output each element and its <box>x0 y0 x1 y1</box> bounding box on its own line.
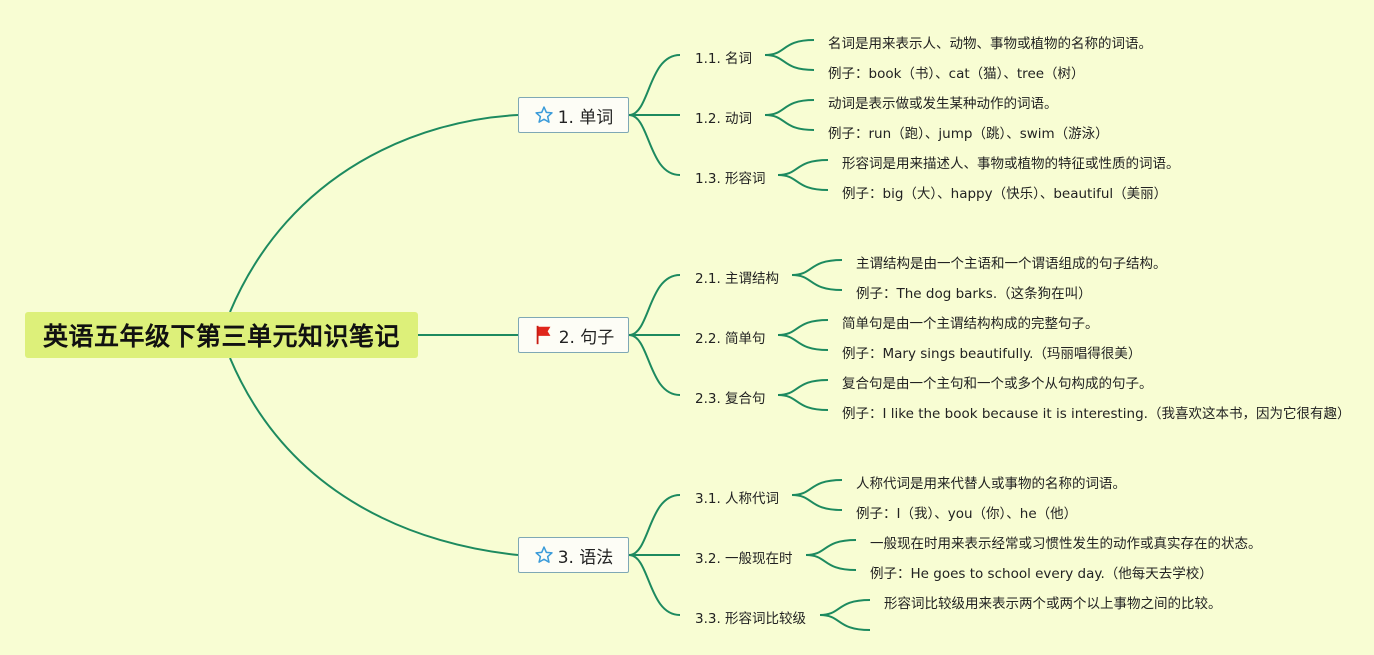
flag-icon <box>533 324 555 346</box>
connector-line <box>791 274 843 291</box>
connector-line <box>628 494 681 556</box>
subtopic-simple-sentence[interactable]: 2.2. 简单句 <box>695 331 766 347</box>
connector-line <box>805 554 857 571</box>
star-icon <box>534 105 554 125</box>
subtopic-personal-pronouns[interactable]: 3.1. 人称代词 <box>695 491 780 507</box>
connector-line <box>628 334 681 396</box>
connector-line <box>628 54 681 116</box>
connector-line <box>791 259 843 276</box>
root-title: 英语五年级下第三单元知识笔记 <box>42 322 400 351</box>
leaf-definition: 人称代词是用来代替人或事物的名称的词语。 <box>856 476 1126 492</box>
leaf-definition: 复合句是由一个主句和一个或多个从句构成的句子。 <box>842 376 1153 392</box>
leaf-example: 例子：I like the book because it is interes… <box>842 406 1351 422</box>
connector-line <box>628 554 681 616</box>
connector-line <box>791 479 843 496</box>
branch-sentences[interactable]: 2. 句子 <box>518 317 629 353</box>
connector-line <box>777 159 829 176</box>
subtopic-complex-sentence[interactable]: 2.3. 复合句 <box>695 391 766 407</box>
leaf-definition: 形容词比较级用来表示两个或两个以上事物之间的比较。 <box>884 596 1222 612</box>
leaf-definition: 动词是表示做或发生某种动作的词语。 <box>828 96 1058 112</box>
root-topic[interactable]: 英语五年级下第三单元知识笔记 <box>25 312 418 358</box>
connector-line <box>777 379 829 396</box>
star-icon <box>534 545 554 565</box>
branch-words[interactable]: 1. 单词 <box>518 97 629 133</box>
subtopic-present-simple[interactable]: 3.2. 一般现在时 <box>695 551 793 567</box>
connector-line <box>819 599 871 616</box>
connector-line <box>819 614 871 631</box>
connector-line <box>764 114 815 131</box>
connector-line <box>764 54 815 71</box>
branch-label: 3. 语法 <box>557 547 614 568</box>
connector-line <box>777 319 829 336</box>
connector-line <box>777 174 829 191</box>
leaf-example: 例子：book（书）、cat（猫）、tree（树） <box>828 66 1085 82</box>
leaf-example: 例子：Mary sings beautifully.（玛丽唱得很美） <box>842 346 1142 362</box>
connector-line <box>805 539 857 556</box>
connector-line <box>791 494 843 511</box>
leaf-definition: 名词是用来表示人、动物、事物或植物的名称的词语。 <box>828 36 1152 52</box>
subtopic-subject-predicate[interactable]: 2.1. 主谓结构 <box>695 271 780 287</box>
subtopic-adjectives[interactable]: 1.3. 形容词 <box>695 171 766 187</box>
connector-line <box>229 114 519 313</box>
connector-line <box>764 39 815 56</box>
connector-line <box>628 114 681 176</box>
subtopic-comparative[interactable]: 3.3. 形容词比较级 <box>695 611 807 627</box>
connector-line <box>229 357 519 556</box>
subtopic-nouns[interactable]: 1.1. 名词 <box>695 51 753 67</box>
branch-label: 2. 句子 <box>558 327 615 348</box>
connector-line <box>777 334 829 351</box>
leaf-definition: 简单句是由一个主谓结构构成的完整句子。 <box>842 316 1099 332</box>
subtopic-verbs[interactable]: 1.2. 动词 <box>695 111 753 127</box>
leaf-example: 例子：The dog barks.（这条狗在叫） <box>856 286 1092 302</box>
leaf-example: 例子：He goes to school every day.（他每天去学校） <box>870 566 1213 582</box>
connector-line <box>777 394 829 411</box>
leaf-definition: 形容词是用来描述人、事物或植物的特征或性质的词语。 <box>842 156 1180 172</box>
branch-grammar[interactable]: 3. 语法 <box>518 537 629 573</box>
leaf-example: 例子：I（我）、you（你）、he（他） <box>856 506 1078 522</box>
connector-line <box>764 99 815 116</box>
leaf-example: 例子：run（跑）、jump（跳）、swim（游泳） <box>828 126 1109 142</box>
leaf-definition: 主谓结构是由一个主语和一个谓语组成的句子结构。 <box>856 256 1167 272</box>
leaf-example: 例子：big（大）、happy（快乐）、beautiful（美丽） <box>842 186 1168 202</box>
branch-label: 1. 单词 <box>557 107 614 128</box>
leaf-definition: 一般现在时用来表示经常或习惯性发生的动作或真实存在的状态。 <box>870 536 1262 552</box>
connector-line <box>628 274 681 336</box>
